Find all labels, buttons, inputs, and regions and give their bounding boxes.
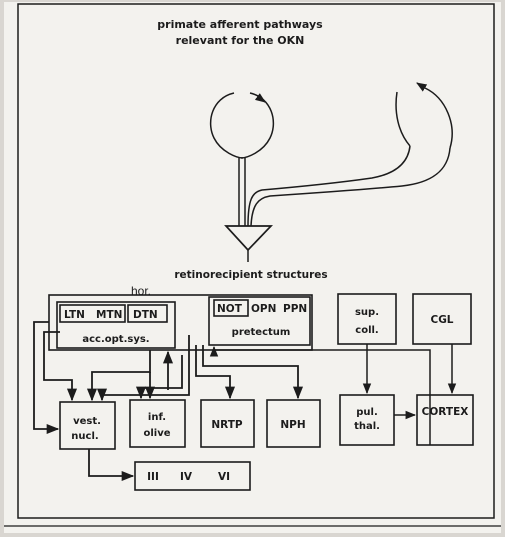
pretectum-label: pretectum xyxy=(232,327,291,338)
motor-nucleus-vi: VI xyxy=(218,471,230,483)
inf-olive-label-1: inf. xyxy=(148,412,166,423)
cortex-box xyxy=(417,395,473,445)
pul-thal-label-2: thal. xyxy=(354,421,380,432)
not-label: NOT xyxy=(217,303,243,315)
motor-nucleus-iv: IV xyxy=(180,471,193,483)
dtn-label: DTN xyxy=(133,309,158,321)
nrtp-label: NRTP xyxy=(211,419,243,431)
page xyxy=(4,2,501,533)
pul-thal-box xyxy=(340,395,394,445)
sup-coll-label-1: sup. xyxy=(355,307,379,318)
cortex-label: CORTEX xyxy=(422,406,469,418)
section-heading: retinorecipient structures xyxy=(174,269,327,281)
mtn-label: MTN xyxy=(96,309,122,321)
vest-nucl-label-1: vest. xyxy=(73,416,101,427)
nph-label: NPH xyxy=(280,419,305,431)
ppn-label: PPN xyxy=(283,303,307,315)
title-line-2: relevant for the OKN xyxy=(176,34,305,47)
acc-opt-sys-label: acc.opt.sys. xyxy=(82,334,149,345)
inf-olive-label-2: olive xyxy=(143,428,170,439)
cgl-label: CGL xyxy=(430,314,453,326)
opn-label: OPN xyxy=(251,303,276,315)
sup-coll-box xyxy=(338,294,396,344)
sup-coll-label-2: coll. xyxy=(355,325,378,336)
title-line-1: primate afferent pathways xyxy=(157,18,323,31)
pul-thal-label-1: pul. xyxy=(356,407,378,418)
vest-nucl-label-2: nucl. xyxy=(71,431,98,442)
ltn-label: LTN xyxy=(64,309,85,321)
motor-nucleus-iii: III xyxy=(147,471,159,483)
inf-olive-box xyxy=(130,400,185,447)
